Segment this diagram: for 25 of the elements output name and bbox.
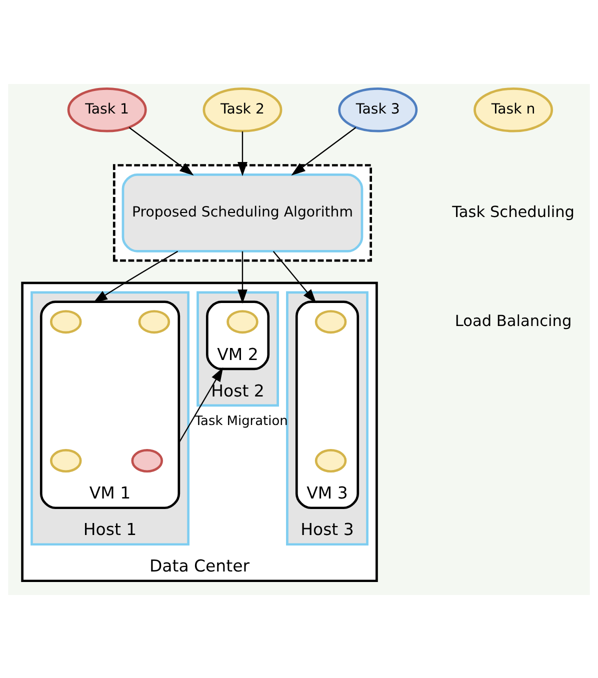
node-circle	[131, 448, 163, 472]
node-ellipse: Task 3	[338, 87, 418, 132]
node-circle	[314, 448, 347, 472]
arrow	[128, 126, 194, 175]
node-circle	[50, 310, 82, 334]
cluster: VM 2	[206, 300, 270, 370]
arrow	[178, 366, 224, 443]
arrow	[291, 126, 356, 175]
node-ellipse: Task 1	[67, 87, 147, 132]
arrow	[93, 250, 178, 302]
arrow	[272, 250, 316, 303]
label: Load Balancing	[454, 311, 572, 330]
cluster: VM 1	[40, 300, 180, 509]
cluster: VM 3	[295, 300, 360, 509]
node-ellipse: Task n	[474, 87, 554, 132]
node-box: Proposed Scheduling Algorithm	[122, 172, 364, 252]
arrow	[238, 250, 248, 304]
node-ellipse: Task 2	[202, 87, 282, 132]
node-circle	[138, 310, 170, 334]
node-circle	[50, 448, 82, 472]
node-circle	[314, 310, 347, 334]
label: Task Scheduling	[452, 202, 574, 220]
node-circle	[226, 310, 258, 334]
arrow	[238, 130, 248, 176]
edge-label: Task Migration	[194, 414, 288, 429]
